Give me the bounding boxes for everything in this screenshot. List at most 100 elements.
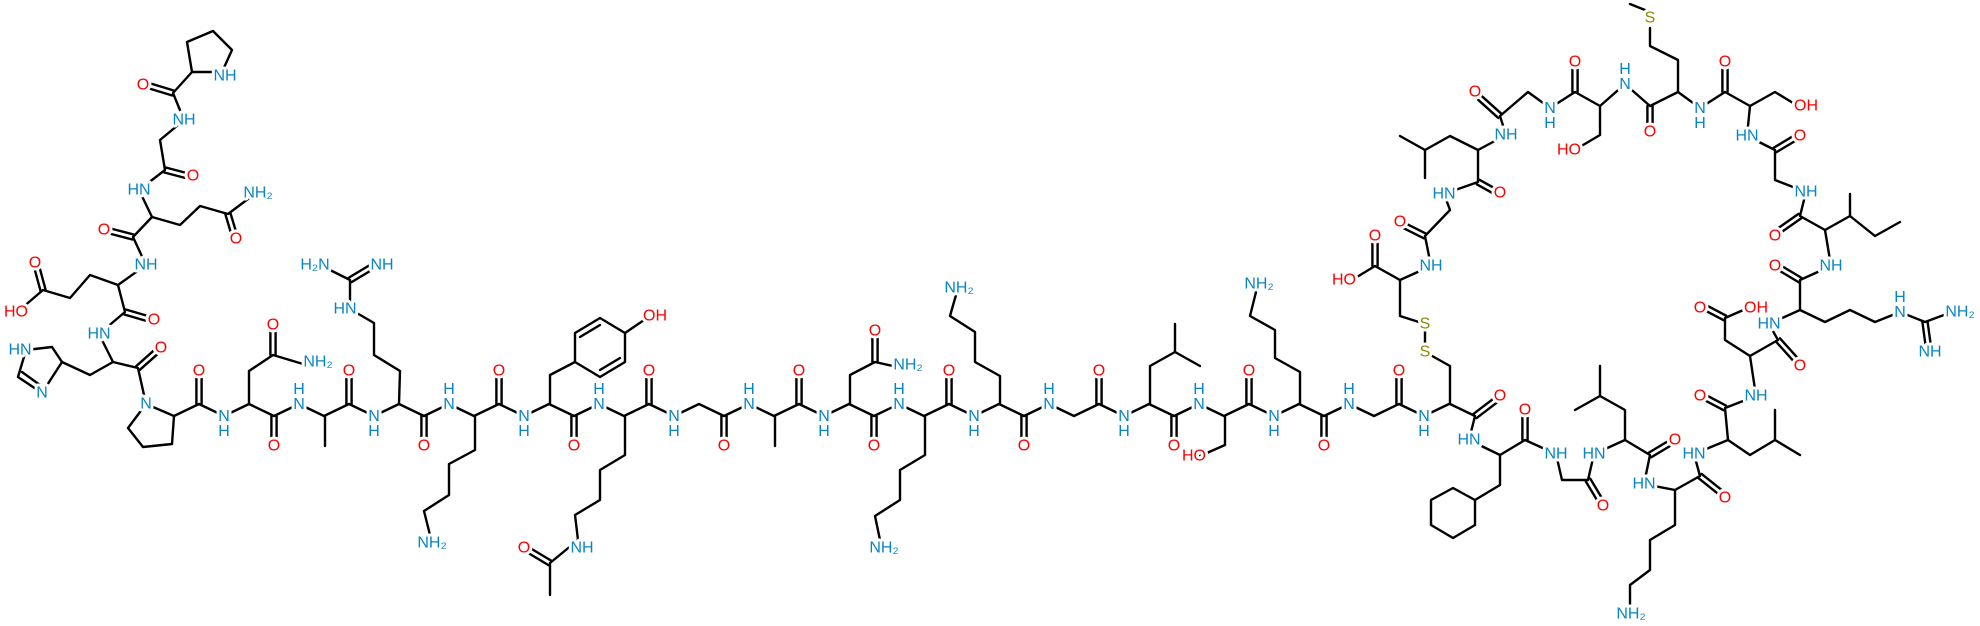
atom-label: HO [1557,142,1581,159]
double-bond [1650,444,1673,459]
double-bond [1706,304,1728,317]
atom-label: HO [4,304,28,321]
atom-label: O [1719,54,1731,71]
atom-label: NH [1343,381,1355,413]
atom-label: NH [370,257,393,274]
double-bond [229,212,238,235]
double-bond [1703,399,1725,412]
atom-label: NH₂ [1244,276,1273,293]
atom-label: H₂N [300,257,329,274]
atom-label: HN [1457,432,1480,449]
atom-label: O [343,363,355,380]
bond [598,356,622,372]
atom-label: O [1794,358,1806,375]
atom-label: NH [593,381,605,413]
atom-label: NH₂ [417,535,446,552]
double-bond [1777,269,1800,284]
bond [1773,438,1802,457]
bond [548,414,627,597]
atom-label: HN [1582,446,1605,463]
double-bond [1777,212,1800,230]
bond [1723,306,1752,358]
atom-label: O [1018,438,1030,455]
double-bond [108,232,134,241]
double-bond [149,82,175,92]
atom-label: O [1394,214,1406,231]
atom-label: HN [1432,186,1455,203]
atom-label: O [1494,185,1506,202]
bond [1148,322,1177,406]
atom-label: NH₂ [869,540,898,557]
double-bond [1921,321,1927,346]
atom-label: HN [127,182,150,199]
double-bond [1478,178,1499,191]
atom-label: NH [1794,184,1817,201]
atom-label: NH [172,112,195,129]
atom-label: O [1393,363,1405,380]
atom-label: S [1420,344,1431,361]
atom-label: O [230,231,242,248]
atom-label: NH [134,257,157,274]
bond [1173,350,1202,368]
bond [1823,192,1852,232]
atom-label: HN [1632,476,1655,493]
double-bond [1780,264,1803,279]
double-bond [1472,396,1496,416]
bond [1248,290,1302,406]
atom-label: NH [570,540,593,557]
atom-label: HO [1182,448,1206,465]
bond [1198,414,1227,458]
bond [247,353,305,406]
double-bond [1926,320,1932,345]
double-bond [224,213,233,236]
bond [1748,90,1800,108]
backbone-chain [172,402,1451,418]
double-bond [530,547,553,562]
double-bond [1480,94,1503,116]
bond [111,360,148,406]
atom-label: O [1243,363,1255,380]
bond [1398,134,1480,152]
double-bond [148,87,174,97]
atom-label: NH [1744,388,1767,405]
double-bond [1477,98,1500,120]
double-bond [1700,472,1723,492]
atom-label: O [793,363,805,380]
double-bond [123,313,150,323]
atom-label: NH₂ [243,185,272,202]
ring-bond [1429,486,1477,540]
bond [1473,453,1502,502]
bonds-layer [16,2,1954,607]
double-bond [138,352,159,372]
double-bond [109,227,135,236]
double-bond [350,266,378,284]
atom-label: O [493,363,505,380]
double-bond [1772,134,1795,149]
atom-label: NH [1193,381,1205,413]
bond [948,293,1002,406]
bond [1848,214,1902,238]
bond [578,323,602,339]
atom-label: HO [1332,272,1356,289]
double-bond [347,261,375,279]
atom-label: O [568,438,580,455]
atom-label: O [137,77,149,94]
atom-label: NH [443,381,455,413]
bond [20,215,154,310]
atom-label: NH [1043,381,1055,413]
atom-label: O [1794,128,1806,145]
double-bond [1775,139,1798,154]
double-bond [1774,340,1796,363]
atom-label: NH₂ [893,357,922,374]
atom-label: O [1719,490,1731,507]
atom-label: O [268,438,280,455]
bond [318,263,402,406]
atom-label: O [1168,438,1180,455]
